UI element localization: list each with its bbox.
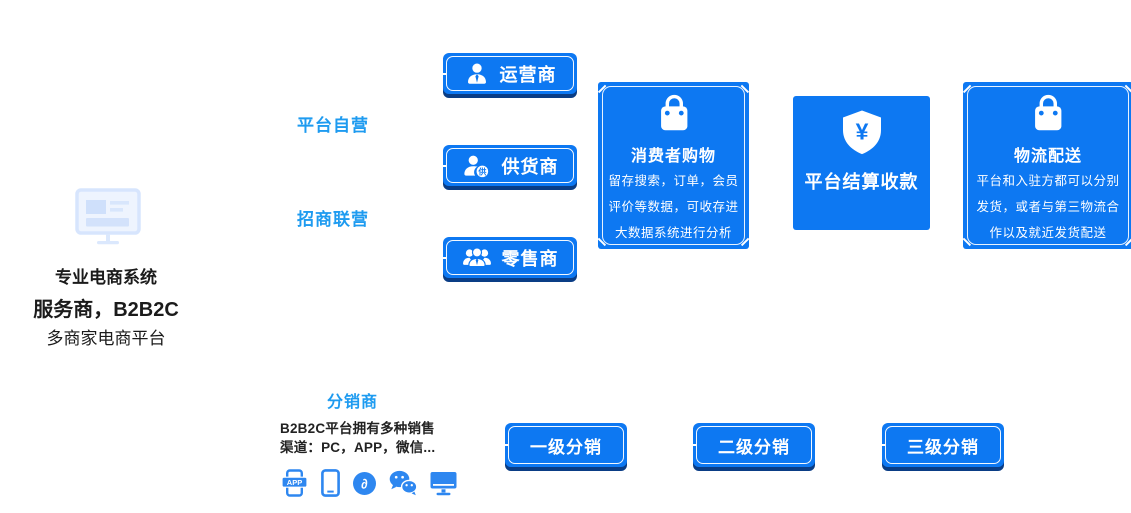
shopping-bag-icon <box>963 93 1131 137</box>
phone-icon <box>321 469 340 497</box>
svg-text:∂: ∂ <box>361 476 368 491</box>
supplier-person-icon: 供 <box>462 153 492 179</box>
pc-icon <box>430 471 457 496</box>
distribution-button-label: 三级分销 <box>907 437 979 457</box>
flow-card-logistics: 物流配送 平台和入驻方都可以分别 发货，或者与第三物流合 作以及就近发货配送 <box>962 82 1131 249</box>
app-icon: APP <box>281 469 308 497</box>
distribution-button-label: 一级分销 <box>530 437 602 457</box>
role-button-label: 供货商 <box>501 156 559 177</box>
monitor-icon <box>75 188 141 251</box>
operator-person-icon <box>464 61 490 87</box>
flow-card-title: 平台结算收款 <box>804 172 919 192</box>
flow-card-title: 物流配送 <box>1013 148 1082 165</box>
sales-channel-icons: APP ∂ <box>281 468 457 498</box>
svg-text:APP: APP <box>287 478 302 487</box>
svg-text:¥: ¥ <box>855 119 868 145</box>
corner-tick <box>597 84 607 93</box>
corner-tick <box>962 84 972 93</box>
role-button-operator[interactable]: 运营商 <box>441 53 577 94</box>
role-button-label: 零售商 <box>501 248 559 269</box>
distribution-button-label: 二级分销 <box>718 437 790 457</box>
flow-card-body: 留存搜索，订单，会员 评价等数据，可收存进 大数据系统进行分析 <box>608 174 739 240</box>
flow-card-title: 消费者购物 <box>630 148 716 165</box>
distribution-description: B2B2C平台拥有多种销售 渠道：PC，APP，微信... <box>280 421 436 455</box>
distribution-level2-button[interactable]: 二级分销 <box>691 423 815 467</box>
left-panel-title-line2: 服务商，B2B2C <box>33 299 179 321</box>
distribution-level3-button[interactable]: 三级分销 <box>880 423 1004 467</box>
flow-card-consumer-shopping: 消费者购物 留存搜索，订单，会员 评价等数据，可收存进 大数据系统进行分析 <box>597 82 750 249</box>
flow-card-body: 平台和入驻方都可以分别 发货，或者与第三物流合 作以及就近发货配送 <box>976 174 1120 240</box>
wechat-icon <box>389 470 417 496</box>
distributor-label: 分销商 <box>327 394 379 411</box>
left-panel-title-line3: 多商家电商平台 <box>46 329 166 348</box>
mode-label-self-operated: 平台自营 <box>297 116 369 135</box>
role-button-label: 运营商 <box>499 64 557 85</box>
role-button-retailer[interactable]: 零售商 <box>441 237 577 278</box>
corner-tick <box>740 84 750 93</box>
shield-yuan-icon: ¥ <box>793 109 930 157</box>
svg-text:供: 供 <box>477 166 486 176</box>
retailer-group-icon <box>462 245 492 271</box>
mode-label-merchant-joint: 招商联营 <box>297 210 369 229</box>
shopping-bag-icon <box>598 93 749 137</box>
flow-card-platform-settlement: ¥ 平台结算收款 <box>793 96 930 230</box>
miniprogram-icon: ∂ <box>353 471 376 495</box>
distribution-level1-button[interactable]: 一级分销 <box>503 423 627 467</box>
role-button-supplier[interactable]: 供 供货商 <box>441 145 577 186</box>
corner-tick <box>1124 84 1131 93</box>
left-panel-title-line1: 专业电商系统 <box>55 268 157 287</box>
